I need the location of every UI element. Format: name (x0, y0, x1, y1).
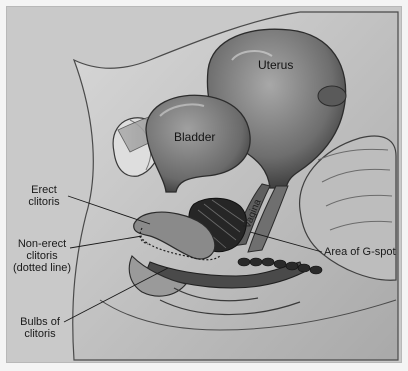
bulbs-clitoris-label: Bulbs of clitoris (14, 316, 66, 340)
g-spot-label: Area of G-spot (324, 246, 396, 258)
bladder-label: Bladder (174, 130, 215, 144)
erect-clitoris-label: Erect clitoris (20, 184, 68, 208)
uterus-label: Uterus (258, 58, 293, 72)
non-erect-clitoris-label: Non-erect clitoris (dotted line) (10, 238, 74, 274)
